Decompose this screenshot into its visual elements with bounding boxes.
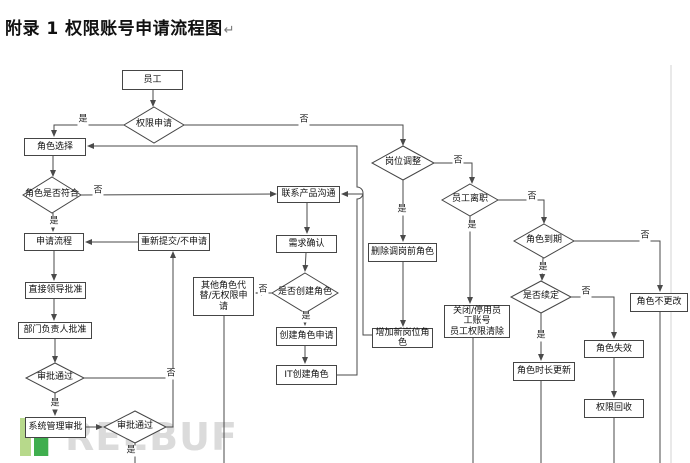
node-approval-pass-2: 审批通过 <box>116 421 153 432</box>
edge-position-adjust-no <box>434 162 475 184</box>
edge-label-no-approval-pass-1: 否 <box>165 368 177 380</box>
edge-label-no-permission-request: 否 <box>298 114 310 126</box>
edge-approval1-no <box>84 251 176 379</box>
node-employee: 员工 <box>122 70 183 90</box>
node-employee-resign: 员工离职 <box>451 194 488 205</box>
edge-label-yes-permission-request: 是 <box>77 114 89 126</box>
node-direct-leader-approval: 直接领导批准 <box>25 282 86 299</box>
edge-label-yes-position-adjust: 是 <box>396 204 408 216</box>
diamond-renew-question <box>509 280 573 314</box>
node-resubmit-no-apply: 重新提交/不申请 <box>138 233 210 251</box>
edge-resign-no <box>498 199 547 224</box>
node-role-duration-update: 角色时长更新 <box>513 362 575 381</box>
node-renew-question: 是否续定 <box>522 291 559 302</box>
page-title: 附录 1 权限账号申请流程图↵ <box>5 14 235 39</box>
node-dept-head-approval: 部门负责人批准 <box>18 322 92 339</box>
node-it-create-role: IT创建角色 <box>276 365 337 385</box>
edge-label-no-position-adjust: 否 <box>452 155 464 167</box>
node-delete-old-role: 删除调岗前角色 <box>368 243 437 262</box>
paragraph-mark: ↵ <box>223 23 236 39</box>
diamond-approval-pass-2 <box>102 410 168 444</box>
diamond-role-expired <box>512 223 576 259</box>
node-close-account: 关闭/停用员 工账号 员工权限清除 <box>444 305 510 338</box>
edge-label-yes-create-role: 是 <box>300 311 312 323</box>
edge-label-yes-employee-resign: 是 <box>466 220 478 232</box>
edge-label-no-create-role: 否 <box>257 284 269 296</box>
edge-label-no-role-expired: 否 <box>639 230 651 242</box>
node-approval-pass-1: 审批通过 <box>36 372 73 383</box>
edge-role-match-no <box>80 191 277 198</box>
edge-label-no-role-match: 否 <box>92 185 104 197</box>
edge-permission-request-no <box>184 124 406 146</box>
node-add-new-role: 增加新岗位角 色 <box>372 328 433 348</box>
edge-label-yes-approval-pass-1: 是 <box>49 398 61 410</box>
node-role-expired: 角色到期 <box>525 235 562 246</box>
node-create-role-question: 是否创建角色 <box>277 287 332 298</box>
diamond-permission-request <box>123 106 185 144</box>
edge-renew-no <box>571 296 617 339</box>
edge-approval2-no <box>166 378 174 428</box>
node-role-unchanged: 角色不更改 <box>630 293 688 312</box>
node-application-process: 申请流程 <box>24 233 84 251</box>
edge-permission-request-yes <box>51 124 124 137</box>
edge-label-yes-approval-pass-2: 是 <box>125 445 137 457</box>
diamond-position-adjust <box>370 145 436 181</box>
page-title-text: 附录 1 权限账号申请流程图 <box>5 19 223 40</box>
node-contact-product: 联系产品沟通 <box>277 186 340 203</box>
edge-add-new-loop <box>341 191 372 336</box>
node-other-role-substitute: 其他角色代 替/无权限申 请 <box>193 277 254 316</box>
node-role-selection: 角色选择 <box>24 138 86 156</box>
edge-label-yes-role-match: 是 <box>48 216 60 228</box>
diamond-role-match <box>22 176 82 214</box>
edge-label-yes-role-expired: 是 <box>537 262 549 274</box>
node-system-admin-approval: 系统管理审批 <box>25 417 86 438</box>
edge-label-no-employee-resign: 否 <box>526 191 538 203</box>
node-role-match: 角色是否符合 <box>24 189 79 200</box>
node-create-role-request: 创建角色申请 <box>276 327 337 346</box>
node-position-adjust: 岗位调整 <box>384 157 421 168</box>
node-permission-recycle: 权限回收 <box>584 399 644 418</box>
edge-role-expired-no <box>574 240 663 292</box>
edge-label-no-renew: 否 <box>580 286 592 298</box>
node-permission-request: 权限申请 <box>135 119 172 130</box>
node-role-invalid: 角色失效 <box>584 340 644 358</box>
diamond-approval-pass-1 <box>24 362 86 394</box>
node-requirement-confirm: 需求确认 <box>276 235 337 253</box>
edge-label-yes-renew: 是 <box>535 330 547 342</box>
diamond-employee-resign <box>440 183 500 217</box>
edge-it-create-loop <box>87 143 364 376</box>
page-edge-line <box>670 65 672 463</box>
edge-requirement-down <box>302 252 309 272</box>
